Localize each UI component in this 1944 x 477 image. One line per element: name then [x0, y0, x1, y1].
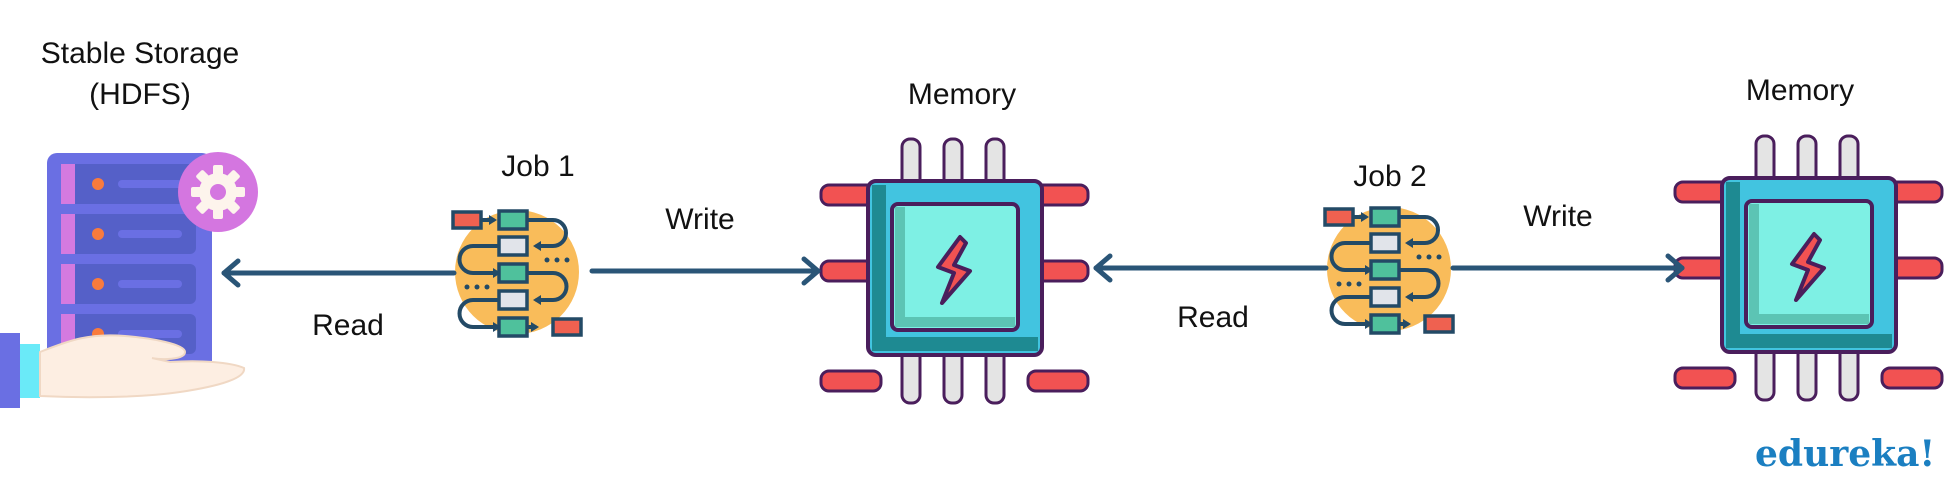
read-label-2: Read [1177, 301, 1249, 334]
job2-workflow-icon [1323, 205, 1455, 335]
job2-label: Job 2 [1353, 160, 1427, 193]
write-label-2: Write [1523, 200, 1593, 233]
job1-label: Job 1 [501, 150, 575, 183]
edureka-logo: edureka! [1755, 433, 1936, 475]
read-label-1: Read [312, 309, 384, 342]
storage-label-line1: Stable Storage [40, 37, 240, 70]
storage-server-icon [47, 153, 212, 373]
read-arrow-2 [1093, 253, 1329, 283]
write-label-1: Write [665, 203, 735, 236]
write-arrow-2 [1450, 253, 1685, 283]
server-slot-1 [61, 164, 196, 204]
read-arrow-1 [221, 258, 457, 288]
server-slot-3 [61, 264, 196, 304]
memory1-chip-icon [819, 137, 1090, 405]
write-arrow-1 [589, 256, 821, 286]
gear-icon [178, 152, 258, 232]
server-slot-2 [61, 214, 196, 254]
hand-icon [0, 333, 245, 408]
memory2-chip-icon [1673, 134, 1944, 402]
memory1-label: Memory [907, 78, 1017, 111]
job1-workflow-icon [451, 208, 583, 338]
memory2-label: Memory [1745, 74, 1855, 107]
storage-label-line2: (HDFS) [89, 78, 191, 111]
